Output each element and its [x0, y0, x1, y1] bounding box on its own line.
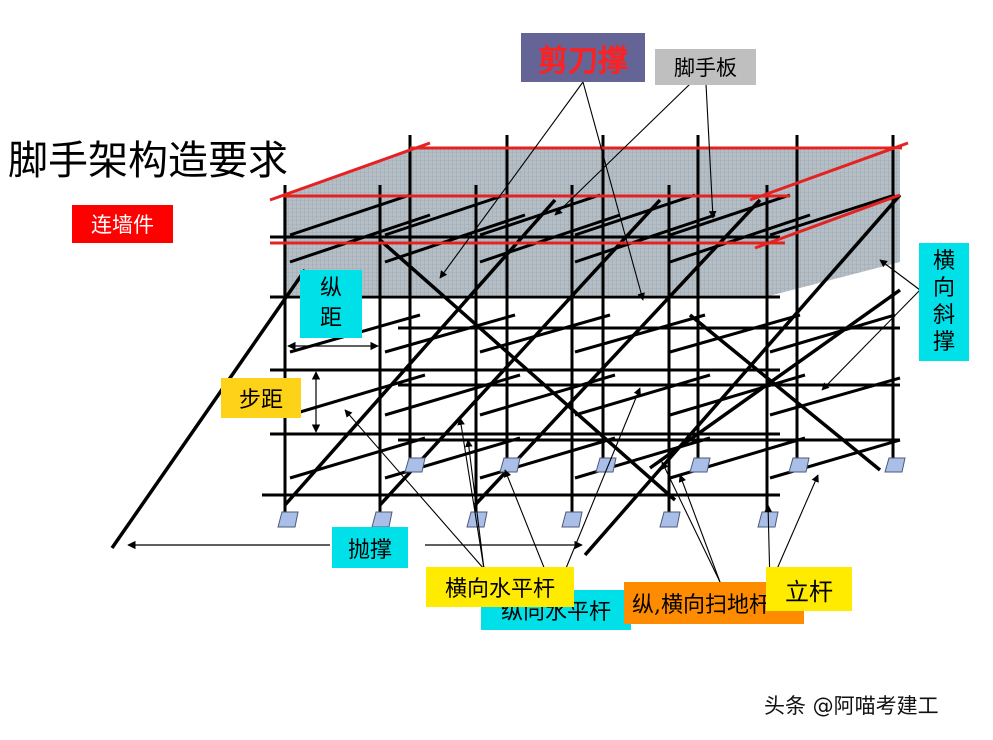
label-wall-tie: 连墙件: [72, 205, 173, 243]
guard-rails: [269, 141, 909, 250]
base-plates: [277, 457, 906, 528]
safety-net-top-panel: [283, 148, 900, 197]
label-scaffold-board: 脚手板: [655, 49, 756, 85]
dimension-arrows: [127, 341, 583, 550]
base-plate: [466, 511, 488, 528]
base-plate: [499, 457, 521, 473]
leader-lines: [344, 81, 921, 596]
safety-net-side-panel: [765, 150, 900, 297]
label-scissor-brace: 剪刀撑: [521, 33, 645, 82]
label-transverse-horizontal-bar: 横向水平杆: [426, 567, 574, 607]
base-plate: [659, 511, 681, 528]
throw-brace: [110, 269, 307, 549]
page-title: 脚手架构造要求: [8, 138, 288, 184]
label-throw-brace: 抛撑: [332, 527, 408, 568]
base-plate: [689, 457, 711, 473]
base-plate: [277, 511, 299, 528]
label-longitudinal-spacing: 纵 距: [300, 270, 362, 338]
base-plate: [404, 457, 426, 473]
label-upright: 立杆: [766, 567, 852, 611]
base-plate: [371, 511, 393, 528]
base-plate: [884, 457, 906, 473]
base-plate: [561, 511, 583, 528]
watermark: 头条 @阿喵考建工: [764, 694, 939, 718]
scissor-braces: [283, 193, 902, 557]
label-step-distance: 步距: [221, 378, 301, 418]
label-transverse-diagonal-brace: 横 向 斜 撑: [919, 243, 969, 361]
base-plate: [788, 457, 810, 473]
